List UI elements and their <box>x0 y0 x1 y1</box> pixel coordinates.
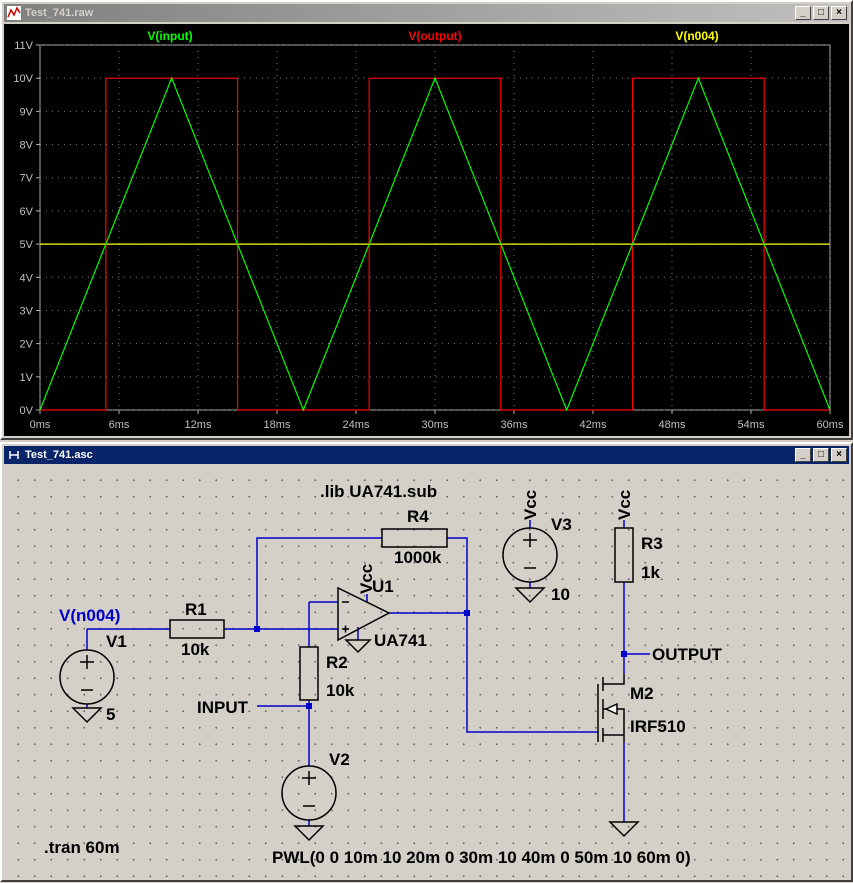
v1-value: 5 <box>106 705 115 724</box>
y-tick-label: 8V <box>20 140 34 152</box>
waveform-app-icon <box>7 6 21 20</box>
schematic-titlebar[interactable]: Test_741.asc _ □ × <box>4 446 849 464</box>
lib-directive[interactable]: .lib UA741.sub <box>320 482 437 501</box>
v3-value: 10 <box>551 585 570 604</box>
minimize-button[interactable]: _ <box>795 448 811 462</box>
junction-dot <box>464 610 470 616</box>
y-tick-label: 4V <box>20 272 34 284</box>
waveform-titlebar[interactable]: Test_741.raw _ □ × <box>4 4 849 22</box>
x-tick-label: 24ms <box>343 419 370 431</box>
u1-vcc-label: Vcc <box>357 564 376 594</box>
pwl-value[interactable]: PWL(0 0 10m 10 20m 0 30m 10 40m 0 50m 10… <box>272 848 691 867</box>
u1-model: UA741 <box>374 631 427 650</box>
r4-value: 1000k <box>394 548 442 567</box>
r3-name: R3 <box>641 534 663 553</box>
m2-name: M2 <box>630 684 654 703</box>
r1-value: 10k <box>181 640 210 659</box>
ground-icon <box>514 587 546 604</box>
x-tick-label: 30ms <box>422 419 449 431</box>
v1-name: V1 <box>106 632 127 651</box>
resistor-r2[interactable] <box>299 646 319 701</box>
x-tick-label: 36ms <box>501 419 528 431</box>
y-tick-label: 2V <box>20 339 34 351</box>
x-tick-label: 42ms <box>580 419 607 431</box>
maximize-button[interactable]: □ <box>813 448 829 462</box>
net-label-n004[interactable]: V(n004) <box>59 606 120 625</box>
wire[interactable] <box>447 537 468 613</box>
v3-name: V3 <box>551 515 572 534</box>
waveform-chart[interactable]: 0V 1V 2V 3V 4V 5V 6V 7V 8V 9V 10V 11V 0ms 6ms 12ms 18ms… <box>4 24 849 436</box>
u1-name: U1 <box>372 577 394 596</box>
ground-icon <box>344 639 372 654</box>
r3-vcc-label: Vcc <box>615 490 634 520</box>
y-tick-label: 6V <box>20 206 34 218</box>
y-tick-label: 9V <box>20 106 34 118</box>
junction-dot <box>306 703 312 709</box>
schematic-drawing[interactable]: .lib UA741.sub R4 1000k R1 10k R2 10k R3… <box>4 466 849 878</box>
y-tick-label: 10V <box>13 73 33 85</box>
r3-value: 1k <box>641 563 660 582</box>
maximize-button[interactable]: □ <box>813 6 829 20</box>
trace-label[interactable]: V(input) <box>147 29 192 43</box>
r4-name: R4 <box>407 507 429 526</box>
resistor-r1[interactable] <box>169 619 225 639</box>
x-tick-label: 54ms <box>738 419 765 431</box>
x-tick-label: 12ms <box>185 419 212 431</box>
ground-icon <box>71 707 103 724</box>
trace-label[interactable]: V(n004) <box>675 29 718 43</box>
junction-dot <box>254 626 260 632</box>
net-label-input[interactable]: INPUT <box>197 698 249 717</box>
r2-name: R2 <box>326 653 348 672</box>
x-tick-label: 48ms <box>659 419 686 431</box>
voltage-source-v2[interactable] <box>281 765 337 821</box>
schematic-app-icon <box>7 448 21 462</box>
close-button[interactable]: × <box>831 448 847 462</box>
resistor-r3[interactable] <box>614 527 634 583</box>
waveform-plot-pane[interactable]: 0V 1V 2V 3V 4V 5V 6V 7V 8V 9V 10V 11V 0ms 6ms 12ms 18ms… <box>4 24 849 436</box>
v2-name: V2 <box>329 750 350 769</box>
x-tick-label: 0ms <box>30 419 51 431</box>
y-tick-label: 1V <box>20 372 34 384</box>
y-tick-label: 11V <box>14 40 33 52</box>
schematic-canvas[interactable]: .lib UA741.sub R4 1000k R1 10k R2 10k R3… <box>4 466 849 878</box>
schematic-window[interactable]: Test_741.asc _ □ × <box>0 442 853 882</box>
y-tick-label: 0V <box>20 405 34 417</box>
opamp-u1[interactable] <box>337 586 391 642</box>
minimize-button[interactable]: _ <box>795 6 811 20</box>
resistor-r4[interactable] <box>381 528 448 548</box>
junction-dot <box>621 651 627 657</box>
v3-vcc-label: Vcc <box>521 490 540 520</box>
x-tick-label: 60ms <box>817 419 844 431</box>
series-line-vinput[interactable] <box>39 76 831 412</box>
y-tick-label: 7V <box>20 173 34 185</box>
r1-name: R1 <box>185 600 207 619</box>
wire[interactable] <box>466 613 598 733</box>
waveform-window-title: Test_741.raw <box>25 7 94 19</box>
y-tick-label: 3V <box>20 305 34 317</box>
wire[interactable] <box>256 537 382 629</box>
voltage-source-v3[interactable] <box>502 527 558 583</box>
x-tick-label: 6ms <box>109 419 130 431</box>
m2-model: IRF510 <box>630 717 686 736</box>
net-label-output[interactable]: OUTPUT <box>652 645 723 664</box>
r2-value: 10k <box>326 681 355 700</box>
mosfet-m2[interactable] <box>597 674 625 742</box>
tran-directive[interactable]: .tran 60m <box>44 838 120 857</box>
y-tick-label: 5V <box>20 239 34 251</box>
ground-icon <box>293 825 325 842</box>
close-button[interactable]: × <box>831 6 847 20</box>
ground-icon <box>608 821 640 838</box>
x-tick-label: 18ms <box>264 419 291 431</box>
schematic-window-title: Test_741.asc <box>25 449 93 461</box>
waveform-window[interactable]: Test_741.raw _ □ × 0V 1V 2V 3V 4V 5V 6V 7V 8V 9V 1… <box>0 0 853 440</box>
voltage-source-v1[interactable] <box>59 649 115 705</box>
trace-label[interactable]: V(output) <box>408 29 461 43</box>
